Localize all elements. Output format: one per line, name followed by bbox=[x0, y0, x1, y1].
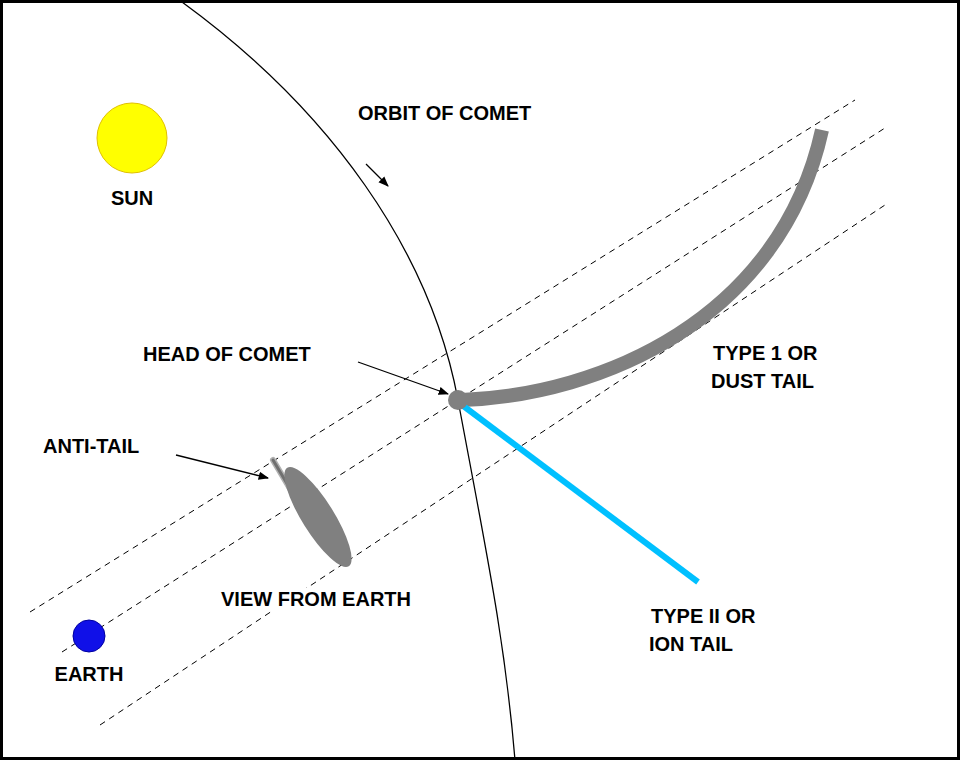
head-label: HEAD OF COMET bbox=[141, 343, 313, 365]
dust-tail-label: TYPE 1 OR DUST TAIL bbox=[711, 342, 817, 392]
anti-tail-label: ANTI-TAIL bbox=[41, 435, 141, 457]
earth-node: EARTH bbox=[37, 617, 141, 688]
orbit-leader bbox=[366, 164, 388, 186]
ion-tail-label-box: TYPE II OR ION TAIL bbox=[649, 602, 779, 658]
sight-line bbox=[30, 100, 855, 612]
ion-tail-label: TYPE II OR ION TAIL bbox=[649, 605, 755, 655]
sun-node: SUN bbox=[90, 100, 174, 212]
head-leader bbox=[358, 362, 448, 394]
earth-circle bbox=[73, 620, 105, 652]
head-label-box: HEAD OF COMET bbox=[141, 340, 313, 368]
sun-symbol bbox=[94, 100, 170, 176]
view-label-box: VIEW FROM EARTH bbox=[219, 585, 413, 613]
comet-view bbox=[274, 459, 363, 574]
dust-tail bbox=[462, 130, 822, 400]
ion-tail bbox=[462, 405, 698, 582]
body-label: EARTH bbox=[37, 660, 141, 688]
sight-line bbox=[100, 205, 885, 725]
view-label: VIEW FROM EARTH bbox=[219, 588, 413, 610]
sight-line bbox=[62, 128, 885, 652]
dust-tail-label-box: TYPE 1 OR DUST TAIL bbox=[711, 339, 851, 395]
anti-tail-leader bbox=[176, 455, 268, 478]
orbit-label-box: ORBIT OF COMET bbox=[356, 99, 533, 127]
body-label: SUN bbox=[90, 184, 174, 212]
sun-circle bbox=[97, 103, 167, 173]
comet-head bbox=[448, 390, 468, 410]
orbit-label: ORBIT OF COMET bbox=[356, 102, 533, 124]
earth-symbol bbox=[70, 617, 108, 655]
anti-tail-label-box: ANTI-TAIL bbox=[41, 432, 141, 460]
